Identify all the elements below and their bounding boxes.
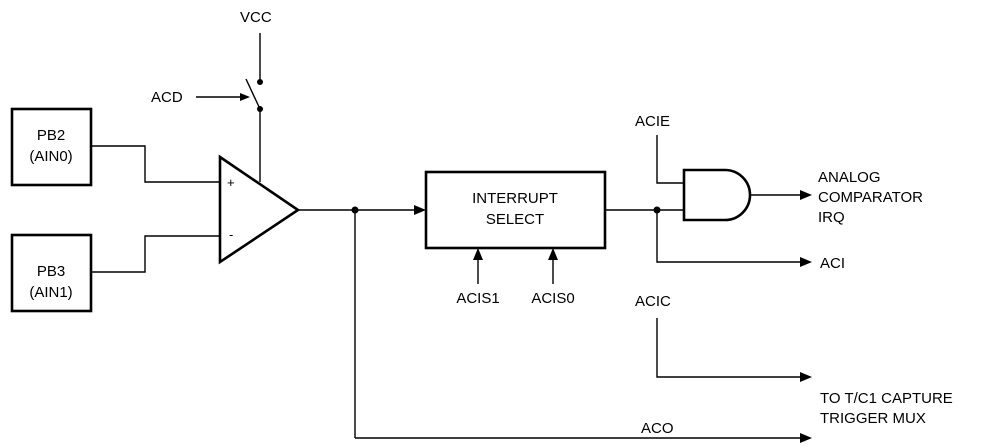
- acie-label: ACIE: [635, 113, 670, 130]
- acd-arrowhead: [240, 93, 250, 101]
- interrupt-label: INTERRUPT: [472, 190, 558, 207]
- acis1-label: ACIS1: [456, 290, 499, 307]
- acis0-label: ACIS0: [531, 290, 574, 307]
- ain0-label: (AIN0): [29, 148, 72, 165]
- capture-label-line2: TRIGGER MUX: [820, 410, 926, 427]
- irq-label-line2: COMPARATOR: [818, 189, 923, 206]
- acie-wire: [656, 135, 684, 184]
- interrupt-select-box: [424, 170, 607, 250]
- aci-arrowhead: [800, 257, 812, 267]
- aci-wire: [656, 210, 800, 263]
- ain0-wire: [91, 145, 220, 183]
- aco-label: ACO: [641, 420, 674, 437]
- pb2-ain0-box: [10, 107, 93, 187]
- pb3-ain1-box: [10, 233, 93, 313]
- irq-label-line1: ANALOG: [818, 169, 881, 186]
- acic-arrowhead: [800, 372, 812, 382]
- interrupt-input-arrowhead: [414, 205, 426, 215]
- aci-label: ACI: [820, 255, 845, 272]
- acd-switch-blade: [245, 78, 261, 110]
- pb3-label: PB3: [37, 263, 65, 280]
- acis1-arrowhead: [473, 248, 483, 260]
- minus-input-sign: -: [229, 227, 233, 242]
- ain1-wire: [91, 235, 220, 273]
- aco-arrowhead: [800, 433, 812, 443]
- irq-label-line3: IRQ: [818, 209, 845, 226]
- acic-label: ACIC: [635, 293, 671, 310]
- acis0-arrowhead: [548, 248, 558, 260]
- vcc-label: VCC: [240, 9, 272, 26]
- select-label: SELECT: [486, 211, 544, 228]
- ain1-label: (AIN1): [29, 284, 72, 301]
- capture-label-line1: TO T/C1 CAPTURE: [820, 390, 953, 407]
- irq-arrowhead: [800, 190, 812, 200]
- plus-input-sign: +: [227, 175, 235, 190]
- acic-wire: [656, 318, 800, 378]
- pb2-label: PB2: [37, 127, 65, 144]
- comparator-symbol: [218, 154, 301, 265]
- acd-label: ACD: [151, 89, 183, 106]
- and-gate: [682, 168, 752, 222]
- vcc-switch-contact: [257, 79, 263, 85]
